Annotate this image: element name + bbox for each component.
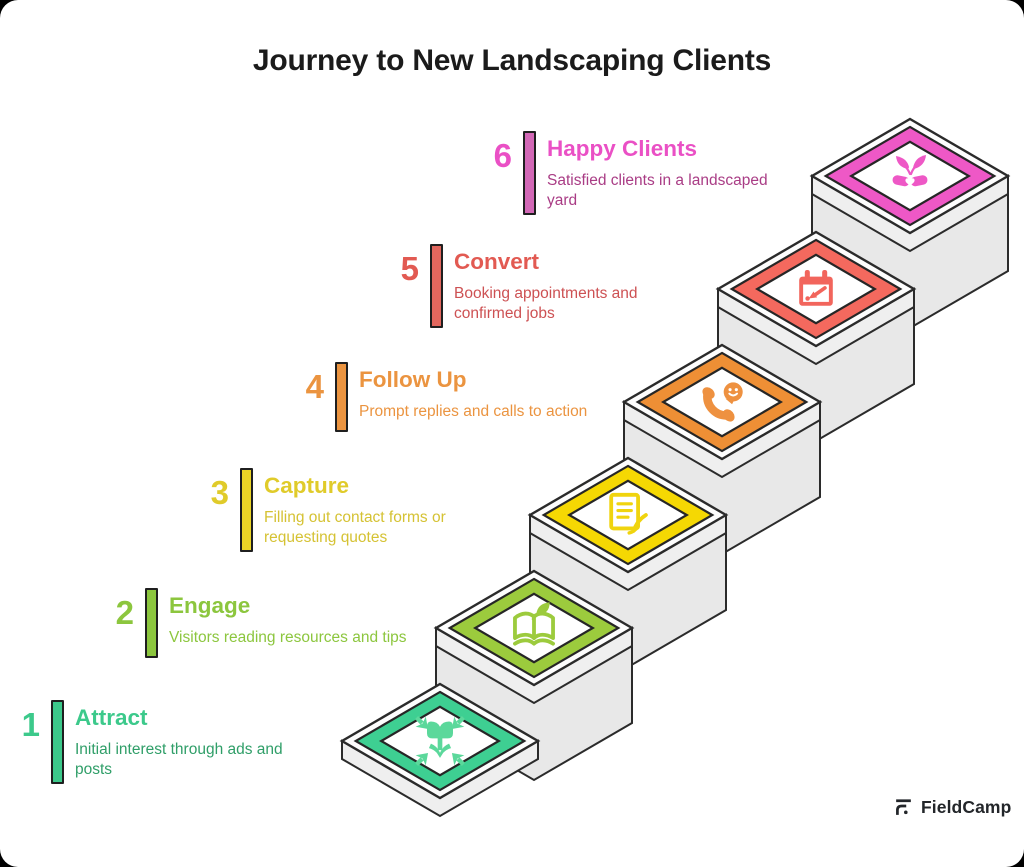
- step-accent-bar: [240, 468, 253, 552]
- stair-step-2: [433, 569, 635, 782]
- brand-name: FieldCamp: [921, 797, 1012, 817]
- step-number: 3: [210, 474, 229, 511]
- step-label-block-3: 3 Capture Filling out contact forms or r…: [205, 468, 476, 552]
- step-label-block-1: 1 Attract Initial interest through ads a…: [16, 700, 311, 784]
- step-description: Visitors reading resources and tips: [169, 629, 407, 646]
- convert-calendar-booking-icon: [799, 269, 833, 306]
- step-description: Filling out contact forms or requesting …: [264, 509, 446, 546]
- step-title: Attract: [75, 705, 148, 730]
- step-accent-bar: [145, 588, 158, 658]
- fieldcamp-logo-icon: [896, 799, 911, 815]
- capture-form-hand-icon: [609, 492, 648, 535]
- step-number: 5: [400, 250, 419, 287]
- step-accent-bar: [335, 362, 348, 432]
- step-description: Booking appointments and confirmed jobs: [454, 285, 638, 322]
- step-number: 2: [115, 594, 134, 631]
- step-title: Convert: [454, 249, 540, 274]
- step-accent-bar: [51, 700, 64, 784]
- page-title: Journey to New Landscaping Clients: [252, 44, 772, 77]
- step-number: 6: [493, 137, 512, 174]
- engage-open-book-leaf-icon: [513, 602, 555, 646]
- step-description: Initial interest through ads and posts: [75, 741, 283, 778]
- step-number: 4: [305, 368, 324, 405]
- step-label-block-2: 2 Engage Visitors reading resources and …: [110, 588, 439, 658]
- brand-logo: FieldCamp: [893, 797, 1011, 818]
- step-title: Follow Up: [359, 367, 467, 392]
- step-number: 1: [21, 706, 40, 743]
- stair-step-1: [339, 682, 541, 818]
- step-label-block-4: 4 Follow Up Prompt replies and calls to …: [300, 362, 621, 432]
- step-accent-bar: [523, 131, 536, 215]
- step-title: Capture: [264, 473, 350, 498]
- step-description: Prompt replies and calls to action: [359, 403, 588, 420]
- step-description: Satisfied clients in a landscaped yard: [547, 172, 768, 209]
- step-title: Engage: [169, 593, 251, 618]
- happy-clients-handshake-leaves-icon: [892, 155, 928, 187]
- step-title: Happy Clients: [547, 136, 698, 161]
- step-label-block-5: 5 Convert Booking appointments and confi…: [395, 244, 659, 328]
- attract-converge-arrows-flower-icon: [414, 715, 466, 767]
- step-label-block-6: 6 Happy Clients Satisfied clients in a l…: [488, 131, 795, 215]
- follow-up-phone-smiley-icon: [702, 382, 743, 422]
- step-accent-bar: [430, 244, 443, 328]
